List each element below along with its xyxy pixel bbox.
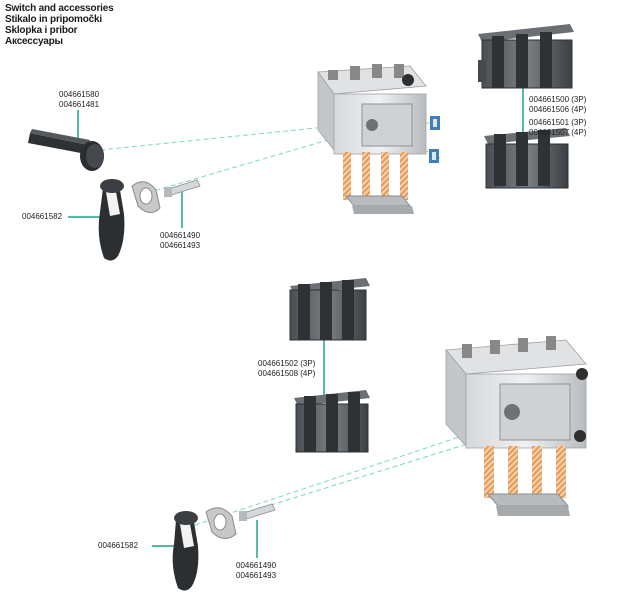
label-bottom-knob: 004661582 [98, 541, 138, 551]
shaft-bottom-icon [239, 503, 276, 521]
shaft-icon [164, 179, 201, 197]
label-top-shaft-line1: 004661490 [160, 231, 201, 240]
label-top-handle-line2: 004661481 [59, 99, 100, 109]
title-line-ru: Аксессуары [5, 36, 63, 47]
extension-handle-icon [28, 129, 104, 171]
label-bottom-shaft-line1: 004661490 [236, 561, 277, 570]
label-top-shroud-line3: 004661501 (3P) [529, 118, 587, 127]
label-bottom-shroud: 004661502 (3P) 004661508 (4P) [258, 359, 315, 378]
label-top-shaft: 004661490 004661493 [160, 231, 200, 250]
rotary-handle-bottom-icon [172, 511, 199, 591]
label-top-knob-line1: 004661582 [22, 212, 63, 221]
label-bottom-shroud-line2: 004661508 (4P) [258, 368, 316, 378]
terminal-shroud-mid-upper-icon [289, 278, 370, 341]
mounting-plate-icon [131, 181, 161, 213]
label-top-shroud-line1: 004661500 (3P) [529, 95, 587, 104]
rotary-handle-icon [98, 179, 125, 261]
mounting-plate-bottom-icon [205, 507, 237, 539]
switch-body-large-icon [445, 336, 588, 516]
label-top-handle: 004661580 004661481 [59, 90, 99, 109]
label-top-handle-line1: 004661580 [59, 90, 100, 99]
label-bottom-knob-line1: 004661582 [98, 541, 139, 550]
label-top-shaft-line2: 004661493 [160, 240, 201, 250]
label-top-shroud-line2: 004661506 (4P) [529, 104, 587, 114]
terminal-shroud-lower-icon [484, 128, 570, 189]
label-top-knob: 004661582 [22, 212, 62, 222]
label-bottom-shaft-line2: 004661493 [236, 570, 277, 580]
label-bottom-shroud-line1: 004661502 (3P) [258, 359, 316, 368]
label-top-shroud: 004661500 (3P) 004661506 (4P) 004661501 … [529, 95, 586, 137]
title-line-en: Switch and accessories [5, 3, 114, 14]
switch-body-icon [317, 64, 427, 214]
title-block: Switch and accessories Stikalo in pripom… [5, 3, 114, 47]
title-line-sl: Stikalo in pripomočki [5, 14, 102, 25]
terminal-shroud-upper-icon [478, 24, 574, 89]
title-line-hr: Sklopka i pribor [5, 25, 78, 36]
label-top-shroud-line4: 004661507 (4P) [529, 127, 587, 137]
auxiliary-contact-icon [429, 116, 440, 163]
terminal-shroud-mid-lower-icon [294, 390, 370, 453]
label-bottom-shaft: 004661490 004661493 [236, 561, 276, 580]
